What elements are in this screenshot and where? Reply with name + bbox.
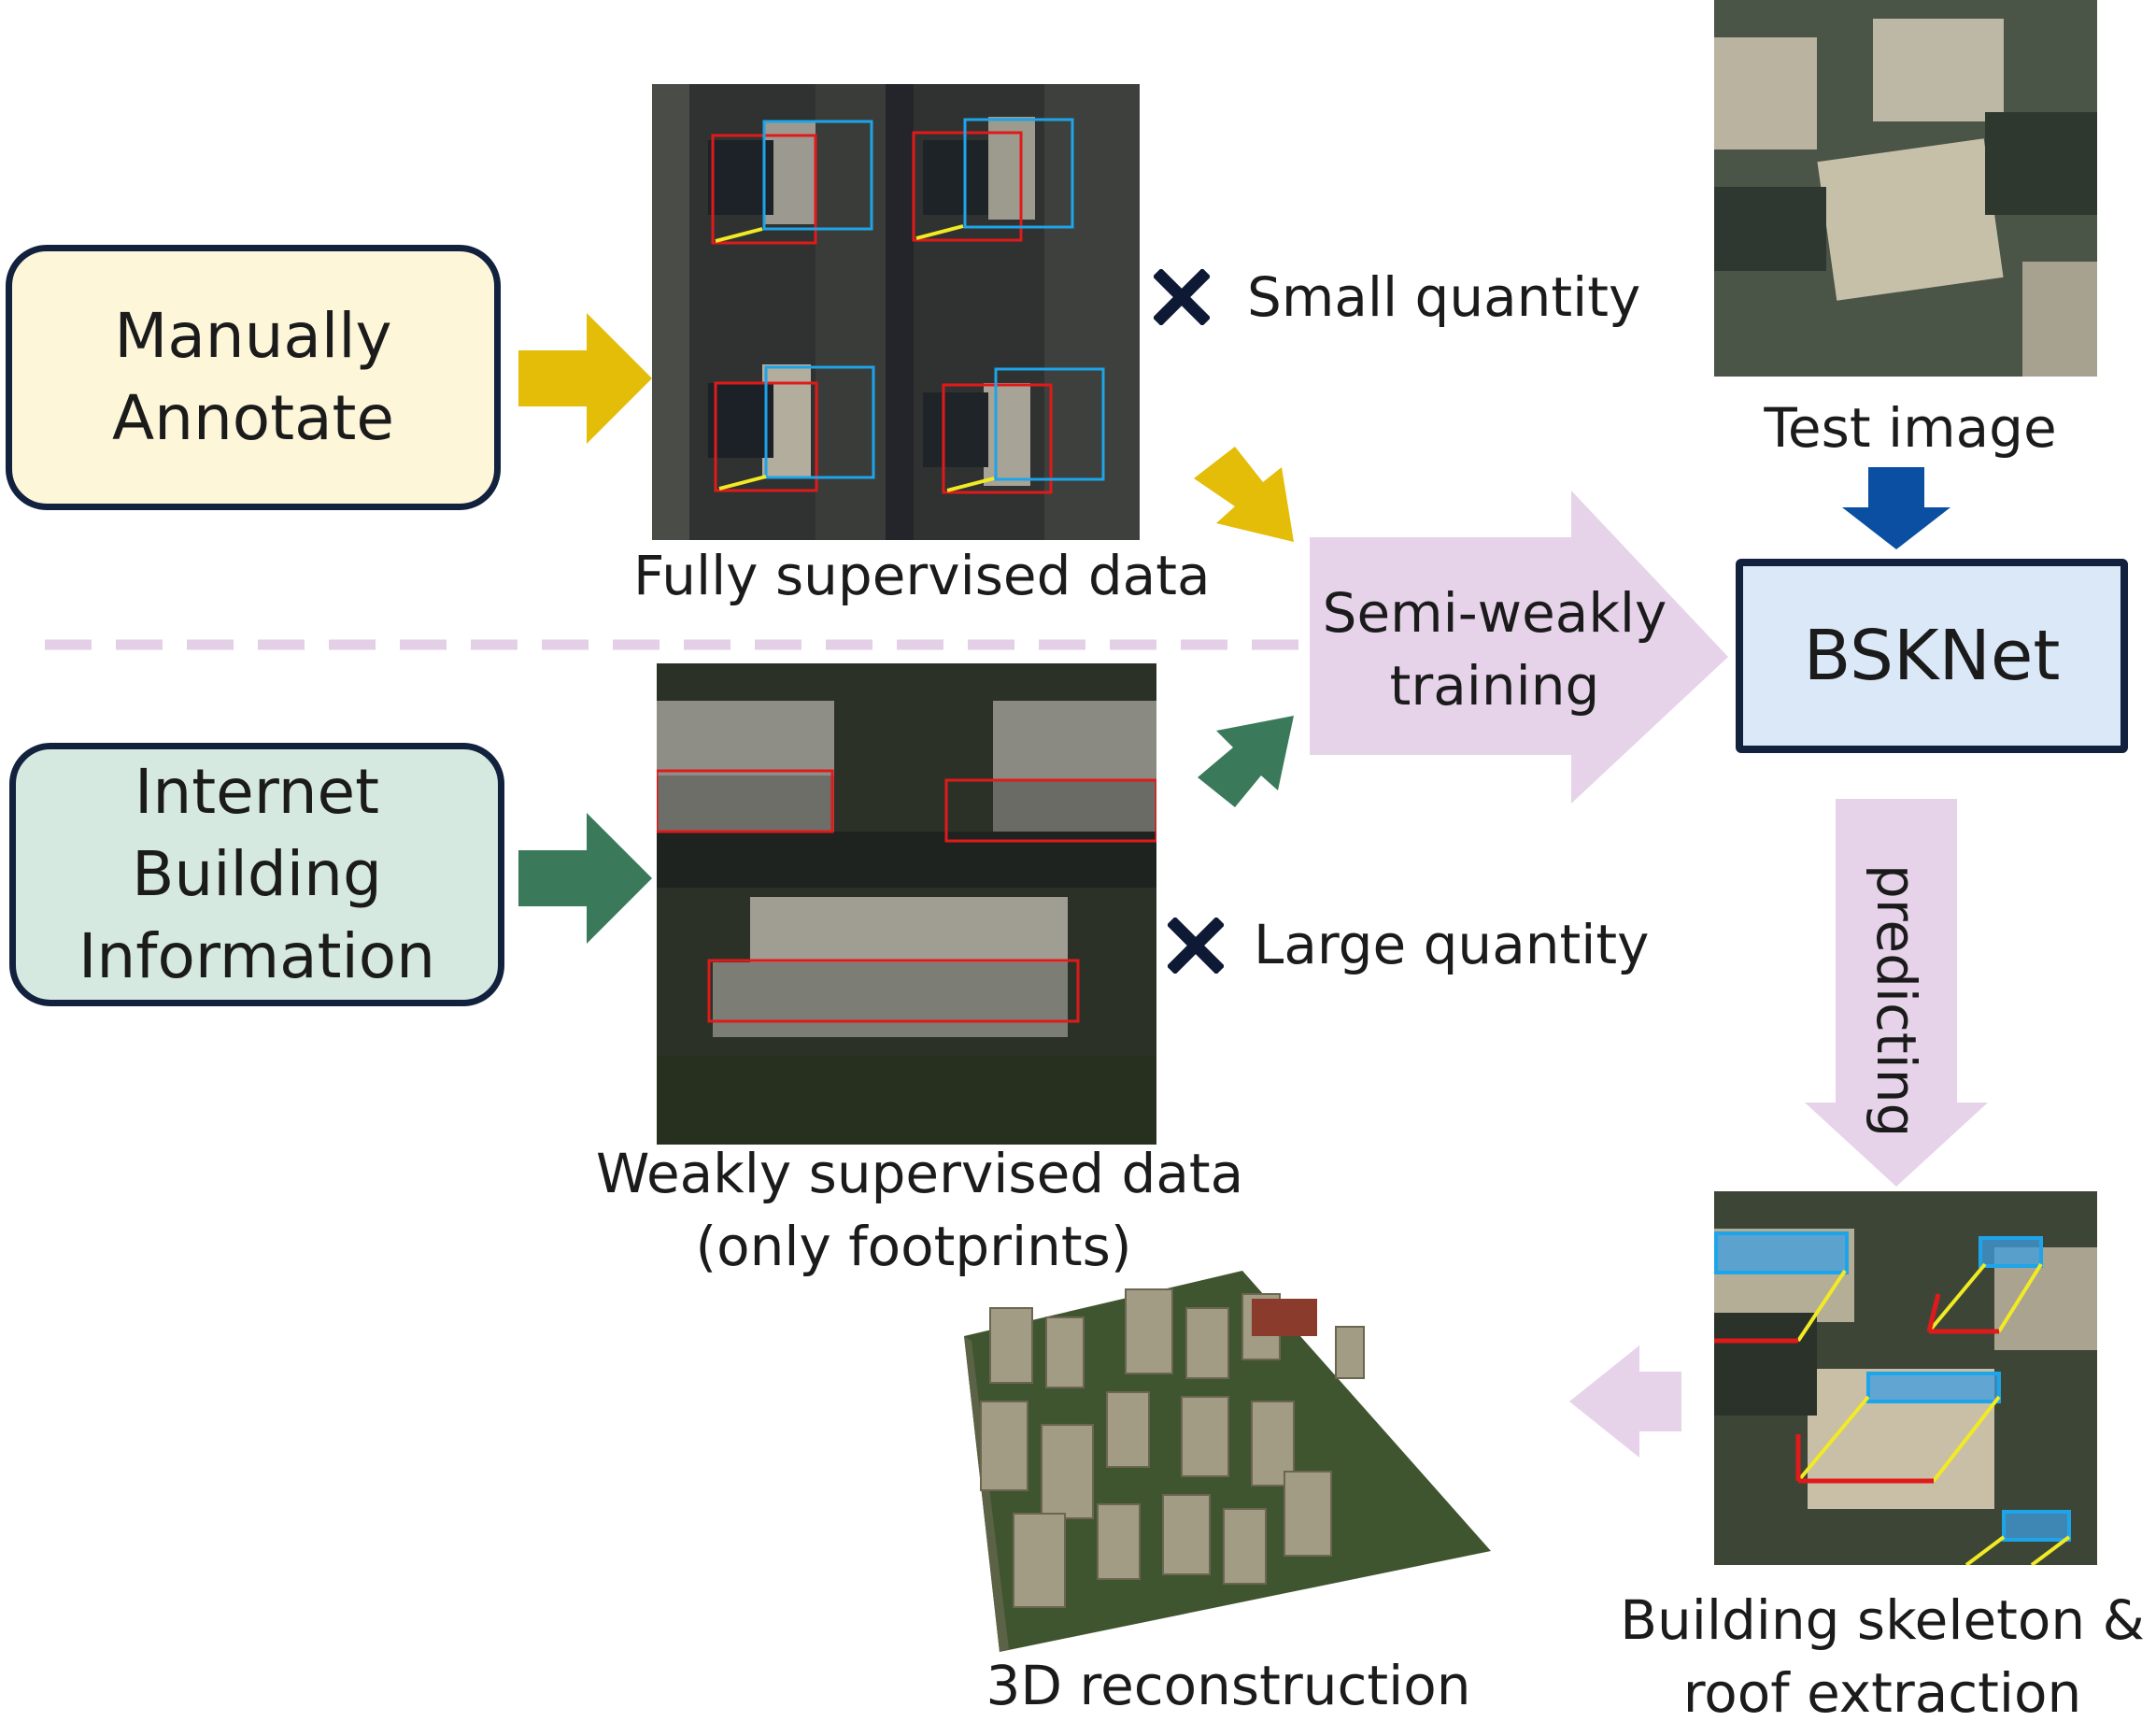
weakly-supervised-label-line1: Weakly supervised data (596, 1142, 1244, 1205)
test-image (1714, 0, 2097, 377)
skeleton-output-image (1714, 1191, 2097, 1565)
small-quantity-x-icon (1154, 269, 1210, 325)
weakly-supervised-image (657, 663, 1156, 1145)
large-quantity-label: Large quantity (1254, 913, 1650, 976)
training-label-line2: training (1389, 654, 1600, 718)
green-arrow-right (518, 813, 652, 944)
yellow-arrow-diagonal (1194, 447, 1294, 542)
training-arrow (1310, 491, 1728, 804)
internet-building-info-box: Internet Building Information (9, 743, 504, 1006)
fully-supervised-image (652, 84, 1140, 540)
blue-arrow-down (1842, 467, 1950, 549)
weakly-supervised-label-line2: (only footprints) (695, 1215, 1132, 1278)
reconstruction-3d-label: 3D reconstruction (986, 1654, 1471, 1717)
manual-annotate-label: Manually Annotate (112, 300, 394, 454)
small-quantity-label: Small quantity (1247, 265, 1641, 329)
yellow-arrow-right (518, 313, 652, 444)
training-label-line1: Semi-weakly (1322, 581, 1667, 645)
lavender-arrow-left (1569, 1345, 1681, 1458)
internet-building-info-label: Internet Building Information (78, 756, 436, 992)
bsknet-box: BSKNet (1736, 559, 2128, 753)
predicting-arrow (1805, 799, 1988, 1187)
fully-supervised-label: Fully supervised data (633, 544, 1211, 607)
test-image-label: Test image (1764, 396, 2057, 460)
skeleton-output-label-line1: Building skeleton & (1620, 1588, 2145, 1652)
green-arrow-diagonal (1198, 716, 1294, 807)
reconstruction-3d-image (962, 1271, 1495, 1654)
manual-annotate-box: Manually Annotate (6, 245, 501, 510)
predicting-label: predicting (1865, 864, 1928, 1138)
skeleton-output-label-line2: roof extraction (1682, 1661, 2082, 1725)
large-quantity-x-icon (1168, 918, 1224, 974)
bsknet-label: BSKNet (1803, 616, 2061, 696)
